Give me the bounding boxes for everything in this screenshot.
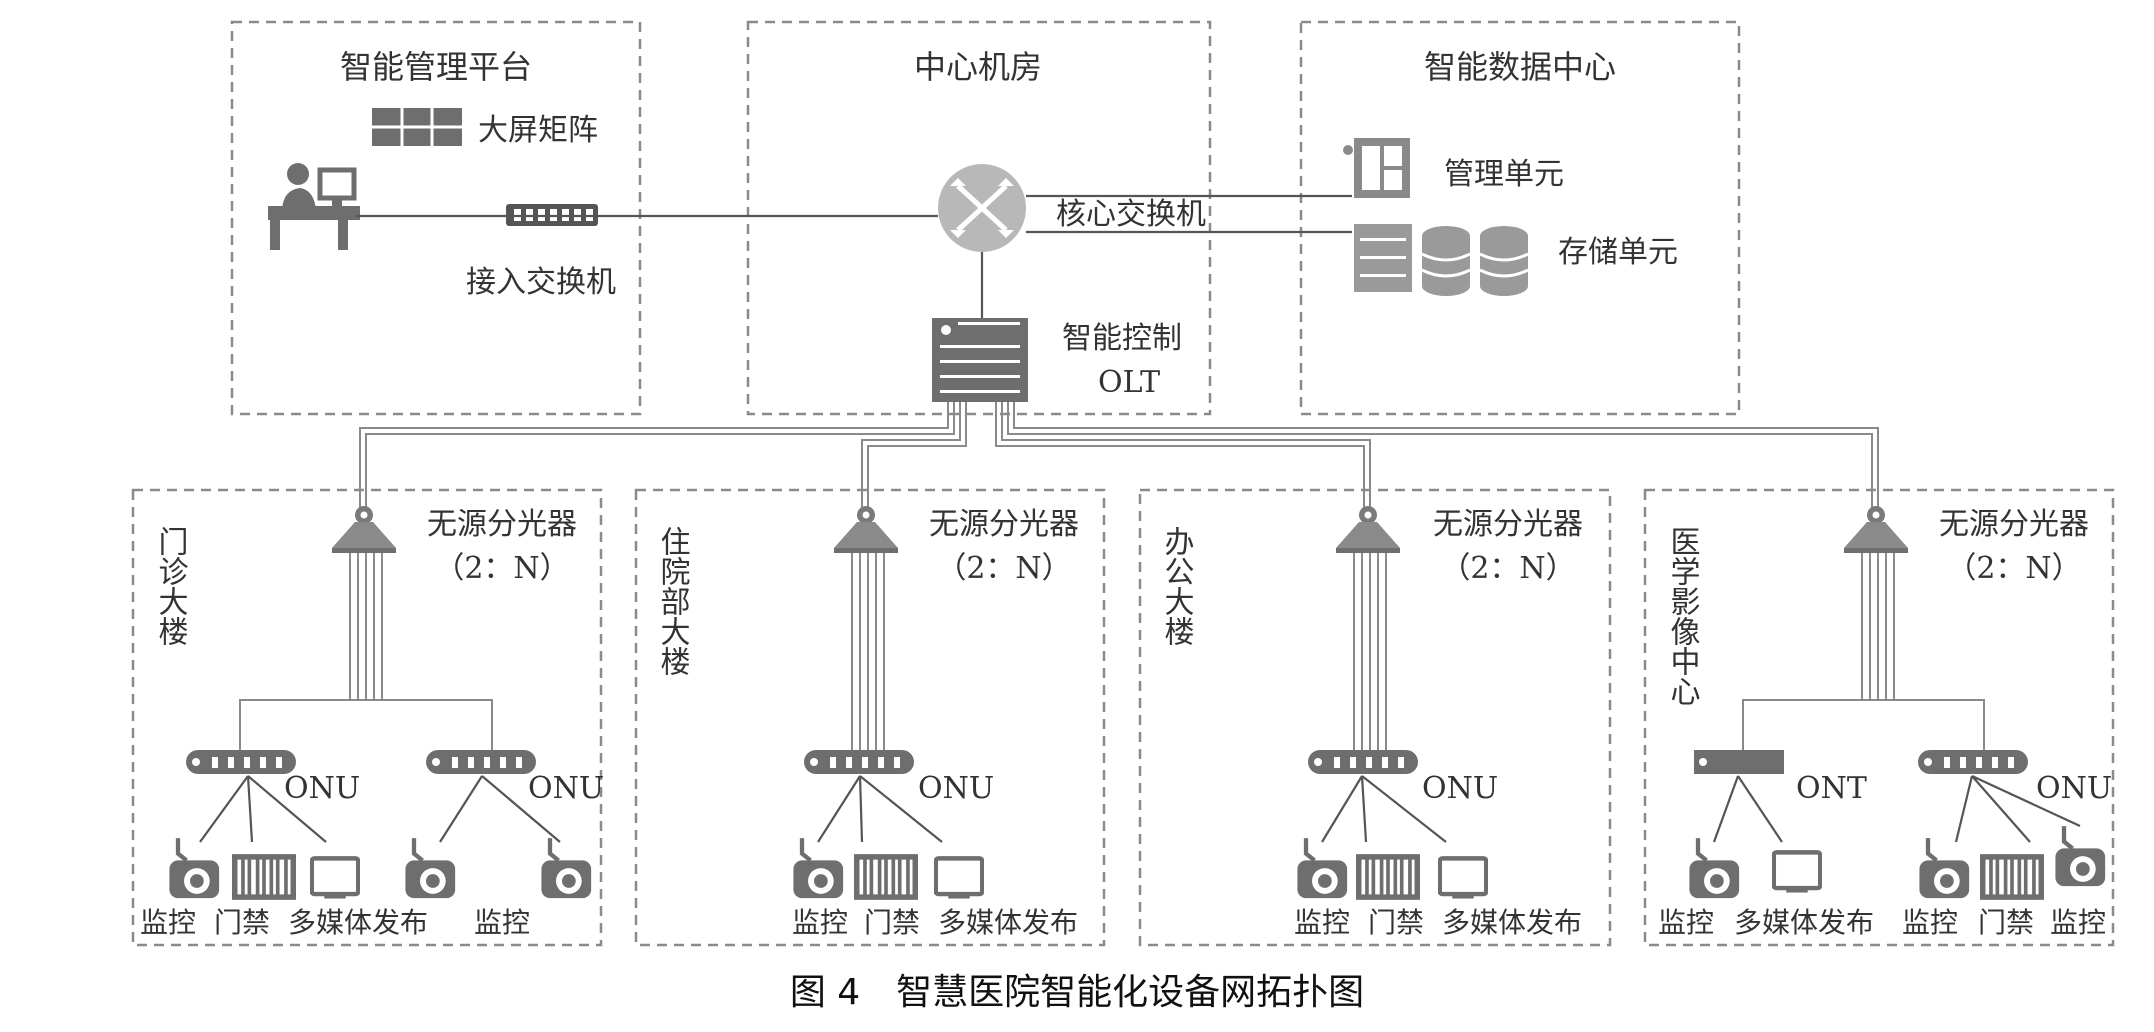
storage-unit-icon <box>1354 224 1529 296</box>
device-links <box>199 775 2081 843</box>
splitter-label-1: 无源分光器 <box>427 507 577 542</box>
device-label: 监控 <box>140 906 196 939</box>
splitter-label-4: 无源分光器 <box>1939 507 2089 542</box>
camera-icon <box>2055 826 2105 886</box>
core-switch-icon <box>938 164 1026 252</box>
access-control-icon <box>1356 854 1420 900</box>
onu-icon-3 <box>1308 750 1418 774</box>
onu-label-4b: ONU <box>2036 771 2112 806</box>
media-display-icon <box>1774 852 1820 892</box>
device-label: 监控 <box>792 906 848 939</box>
device-label: 门禁 <box>1368 906 1424 939</box>
splitter-ratio-2: （2：N） <box>936 551 1071 586</box>
onu-icon-4b <box>1918 750 2028 774</box>
screen-matrix-icon <box>372 108 462 146</box>
onu-label-2: ONU <box>918 771 994 806</box>
building-name-1: 门诊大楼 <box>153 526 189 646</box>
splitter-label-3: 无源分光器 <box>1433 507 1583 542</box>
building-box-1 <box>131 488 603 947</box>
figure-caption: 图 4 智慧医院智能化设备网拓扑图 <box>790 972 1364 1013</box>
mgmt-unit-label: 管理单元 <box>1444 157 1564 192</box>
device-label: 多媒体发布 <box>1734 906 1874 939</box>
access-control-icon <box>232 854 296 900</box>
device-label: 门禁 <box>214 906 270 939</box>
access-switch-label: 接入交换机 <box>466 265 616 300</box>
splitter-ratio-3: （2：N） <box>1440 551 1575 586</box>
workstation-icon <box>268 163 360 250</box>
splitter-icon-4 <box>1844 506 1908 553</box>
building-box-4 <box>1643 488 2115 947</box>
onu-icon-1a <box>186 750 296 774</box>
datacenter-title: 智能数据中心 <box>1424 48 1616 86</box>
device-label: 门禁 <box>864 906 920 939</box>
device-label: 监控 <box>1294 906 1350 939</box>
datacenter-box <box>1299 20 1741 416</box>
device-label: 监控 <box>2050 906 2106 939</box>
building-name-4: 医学影像中心 <box>1665 526 1701 706</box>
building-box-3 <box>1138 488 1612 947</box>
building-name-3: 办公大楼 <box>1159 526 1195 646</box>
camera-icon <box>793 838 843 898</box>
screen-matrix-label: 大屏矩阵 <box>478 113 598 148</box>
center-title: 中心机房 <box>914 48 1042 86</box>
platform-title: 智能管理平台 <box>340 48 532 86</box>
platform-box <box>230 20 642 416</box>
device-label: 监控 <box>1658 906 1714 939</box>
splitter-ratio-4: （2：N） <box>1946 551 2081 586</box>
onu-label-1b: ONU <box>528 771 604 806</box>
ont-icon-4a <box>1694 750 1784 774</box>
access-control-icon <box>854 854 918 900</box>
olt-label-line2: OLT <box>1098 365 1160 400</box>
device-label: 多媒体发布 <box>288 906 428 939</box>
device-label: 多媒体发布 <box>938 906 1078 939</box>
onu-icon-1b <box>426 750 536 774</box>
onu-label-3: ONU <box>1422 771 1498 806</box>
onu-icon-2 <box>804 750 914 774</box>
device-label: 监控 <box>1902 906 1958 939</box>
ont-label-4a: ONT <box>1796 771 1867 806</box>
camera-icon <box>1297 838 1347 898</box>
splitter-icon-1 <box>332 506 396 553</box>
mgmt-unit-icon <box>1343 138 1410 198</box>
camera-icon <box>405 838 455 898</box>
building-box-2 <box>634 488 1106 947</box>
olt-label-line1: 智能控制 <box>1062 321 1182 356</box>
fiber-bundle <box>359 402 1879 508</box>
splitter-label-2: 无源分光器 <box>929 507 1079 542</box>
splitter-icon-3 <box>1336 506 1400 553</box>
splitter-ratio-1: （2：N） <box>434 551 569 586</box>
core-switch-label: 核心交换机 <box>1056 197 1206 232</box>
splitter-outputs <box>239 553 1985 752</box>
camera-icon <box>1919 838 1969 898</box>
storage-unit-label: 存储单元 <box>1558 235 1678 270</box>
olt-icon <box>932 318 1028 402</box>
access-control-icon <box>1980 854 2044 900</box>
device-label: 多媒体发布 <box>1442 906 1582 939</box>
device-label: 门禁 <box>1978 906 2034 939</box>
media-display-icon <box>312 858 358 898</box>
device-label: 监控 <box>474 906 530 939</box>
splitter-icon-2 <box>834 506 898 553</box>
onu-label-1a: ONU <box>284 771 360 806</box>
building-name-2: 住院部大楼 <box>655 526 691 676</box>
media-display-icon <box>1440 858 1486 898</box>
media-display-icon <box>936 858 982 898</box>
center-box <box>746 20 1212 416</box>
camera-icon <box>169 838 219 898</box>
camera-icon <box>541 838 591 898</box>
camera-icon <box>1689 838 1739 898</box>
